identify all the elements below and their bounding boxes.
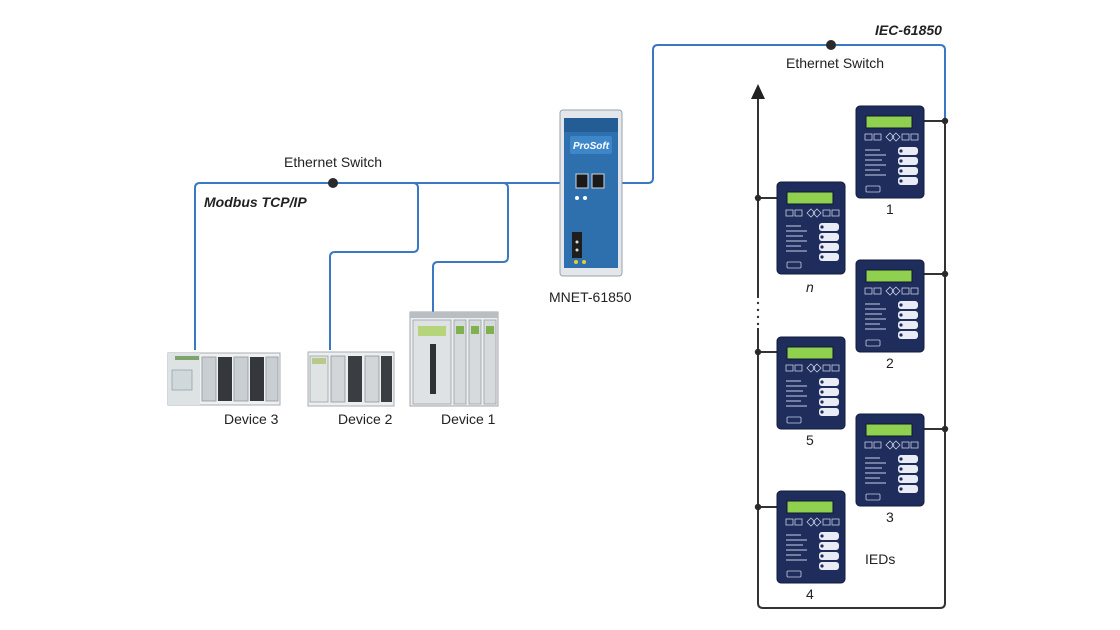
link-iec-switch: [620, 44, 946, 184]
ied-5-label: 5: [806, 432, 814, 448]
ethernet-switch-right-label: Ethernet Switch: [786, 55, 885, 71]
gateway-brand: ProSoft: [573, 141, 610, 152]
arrow-up-icon: [751, 84, 765, 99]
modbus-network-links: [194, 182, 563, 350]
ied-1: [855, 105, 925, 199]
ied-4-label: 4: [806, 586, 814, 602]
ethernet-switch-node-icon: [328, 178, 338, 188]
ied-4: [776, 490, 846, 584]
device3-label: Device 3: [224, 411, 279, 427]
ied-2-label: 2: [886, 355, 894, 371]
ied-3-label: 3: [886, 509, 894, 525]
prosoft-logo-icon: [570, 136, 612, 154]
link-device2: [329, 182, 419, 350]
gateway-name-label: MNET-61850: [549, 289, 632, 305]
ied-n-label: n: [806, 279, 814, 295]
device1-label: Device 1: [441, 411, 496, 427]
device1-plc: [409, 311, 499, 407]
ethernet-switch-node-icon: [826, 40, 836, 50]
ethernet-switch-left-label: Ethernet Switch: [284, 154, 383, 170]
link-device1: [432, 182, 509, 312]
iec-protocol-label: IEC-61850: [875, 22, 942, 38]
ied-3: [855, 413, 925, 507]
ied-n: [776, 181, 846, 275]
ied-5: [776, 336, 846, 430]
device2-label: Device 2: [338, 411, 393, 427]
gateway-device: ProSoft: [559, 109, 623, 277]
device2-plc: [307, 351, 395, 407]
ring-junctions: [754, 117, 949, 511]
ied-1-label: 1: [886, 201, 894, 217]
device3-plc: [167, 352, 281, 406]
ellipsis-icon: [756, 301, 760, 326]
ied-2: [855, 259, 925, 353]
modbus-protocol-label: Modbus TCP/IP: [204, 194, 307, 210]
link-device3: [194, 182, 563, 350]
ied-group-label: IEDs: [865, 551, 896, 567]
